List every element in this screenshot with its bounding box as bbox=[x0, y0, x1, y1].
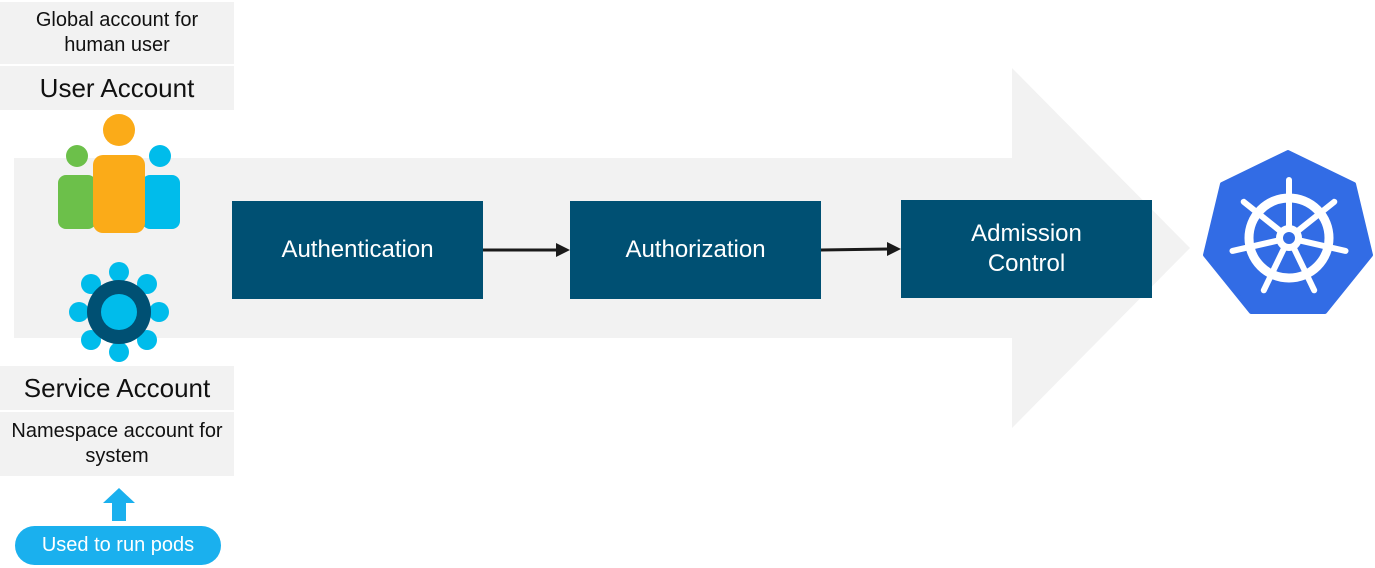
admission-control-step: Admission Control bbox=[901, 200, 1152, 298]
user-account-title: User Account bbox=[0, 66, 234, 110]
arrow-authorization-to-admission bbox=[820, 242, 901, 256]
used-to-run-pods-pill: Used to run pods bbox=[15, 526, 221, 565]
user-account-description: Global account for human user bbox=[0, 2, 234, 64]
service-account-description: Namespace account for system bbox=[0, 412, 234, 476]
authentication-step: Authentication bbox=[232, 201, 483, 299]
arrow-authentication-to-authorization bbox=[483, 243, 570, 257]
up-arrow-icon bbox=[103, 488, 135, 521]
kubernetes-helm-icon bbox=[1203, 150, 1373, 314]
users-icon bbox=[58, 114, 180, 233]
authorization-step: Authorization bbox=[570, 201, 821, 299]
service-account-title: Service Account bbox=[0, 366, 234, 410]
gear-icon bbox=[69, 262, 169, 362]
